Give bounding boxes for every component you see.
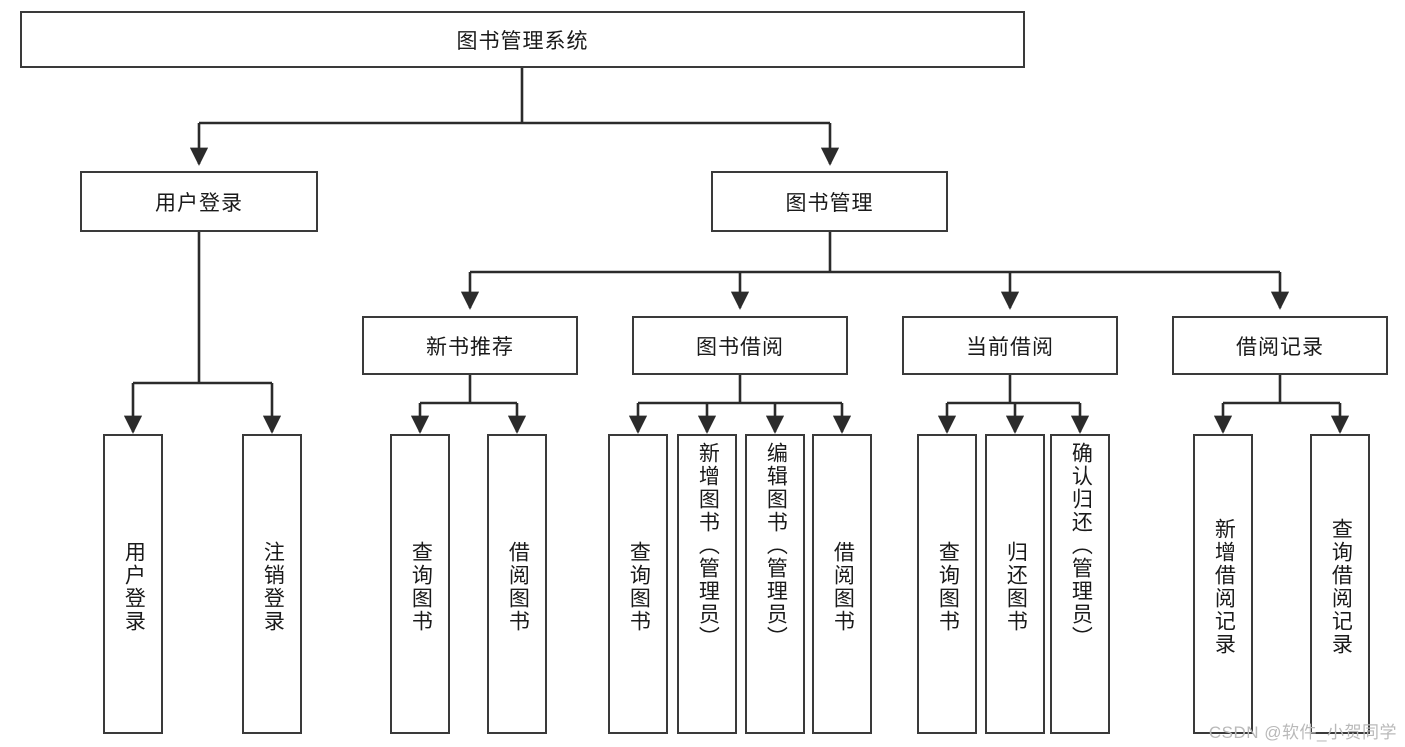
node-root[interactable]: 图书管理系统 [20,11,1025,68]
node-leaf-add-book[interactable]: 新增图书（管理员） [677,434,737,734]
node-leaf-return-book[interactable]: 归还图书 [985,434,1045,734]
node-leaf-query-record[interactable]: 查询借阅记录 [1310,434,1370,734]
node-book-borrow-label: 图书借阅 [696,335,784,359]
node-leaf-confirm-return[interactable]: 确认归还（管理员） [1050,434,1110,734]
node-user-login[interactable]: 用户登录 [80,171,318,232]
node-new-book-rec-label: 新书推荐 [426,335,514,359]
node-leaf-return-book-label: 归还图书 [1004,541,1028,633]
node-new-book-rec[interactable]: 新书推荐 [362,316,578,375]
node-leaf-borrow-book-1-label: 借阅图书 [506,541,530,633]
node-leaf-query-book-2-label: 查询图书 [627,541,651,633]
node-book-manage[interactable]: 图书管理 [711,171,948,232]
node-leaf-query-book-1[interactable]: 查询图书 [390,434,450,734]
node-leaf-add-record[interactable]: 新增借阅记录 [1193,434,1253,734]
node-leaf-add-record-label: 新增借阅记录 [1212,518,1236,656]
node-leaf-borrow-book-2[interactable]: 借阅图书 [812,434,872,734]
node-leaf-query-book-1-label: 查询图书 [409,541,433,633]
node-leaf-borrow-book-2-label: 借阅图书 [831,541,855,633]
node-borrow-record-label: 借阅记录 [1236,335,1324,359]
node-borrow-record[interactable]: 借阅记录 [1172,316,1388,375]
node-leaf-confirm-return-label: 确认归还（管理员） [1069,442,1093,649]
node-leaf-borrow-book-1[interactable]: 借阅图书 [487,434,547,734]
node-leaf-edit-book-label: 编辑图书（管理员） [764,442,788,649]
node-leaf-user-login-label: 用户登录 [122,541,146,633]
node-leaf-user-login[interactable]: 用户登录 [103,434,163,734]
node-leaf-query-record-label: 查询借阅记录 [1329,518,1353,656]
node-leaf-add-book-label: 新增图书（管理员） [696,442,720,649]
node-leaf-query-book-2[interactable]: 查询图书 [608,434,668,734]
node-book-borrow[interactable]: 图书借阅 [632,316,848,375]
node-leaf-logout-label: 注销登录 [261,541,285,633]
node-user-login-label: 用户登录 [155,191,243,215]
node-current-borrow-label: 当前借阅 [966,335,1054,359]
node-leaf-edit-book[interactable]: 编辑图书（管理员） [745,434,805,734]
node-leaf-query-book-3-label: 查询图书 [936,541,960,633]
node-leaf-query-book-3[interactable]: 查询图书 [917,434,977,734]
node-book-manage-label: 图书管理 [785,191,874,215]
node-leaf-logout[interactable]: 注销登录 [242,434,302,734]
node-current-borrow[interactable]: 当前借阅 [902,316,1118,375]
node-root-label: 图书管理系统 [456,29,589,53]
